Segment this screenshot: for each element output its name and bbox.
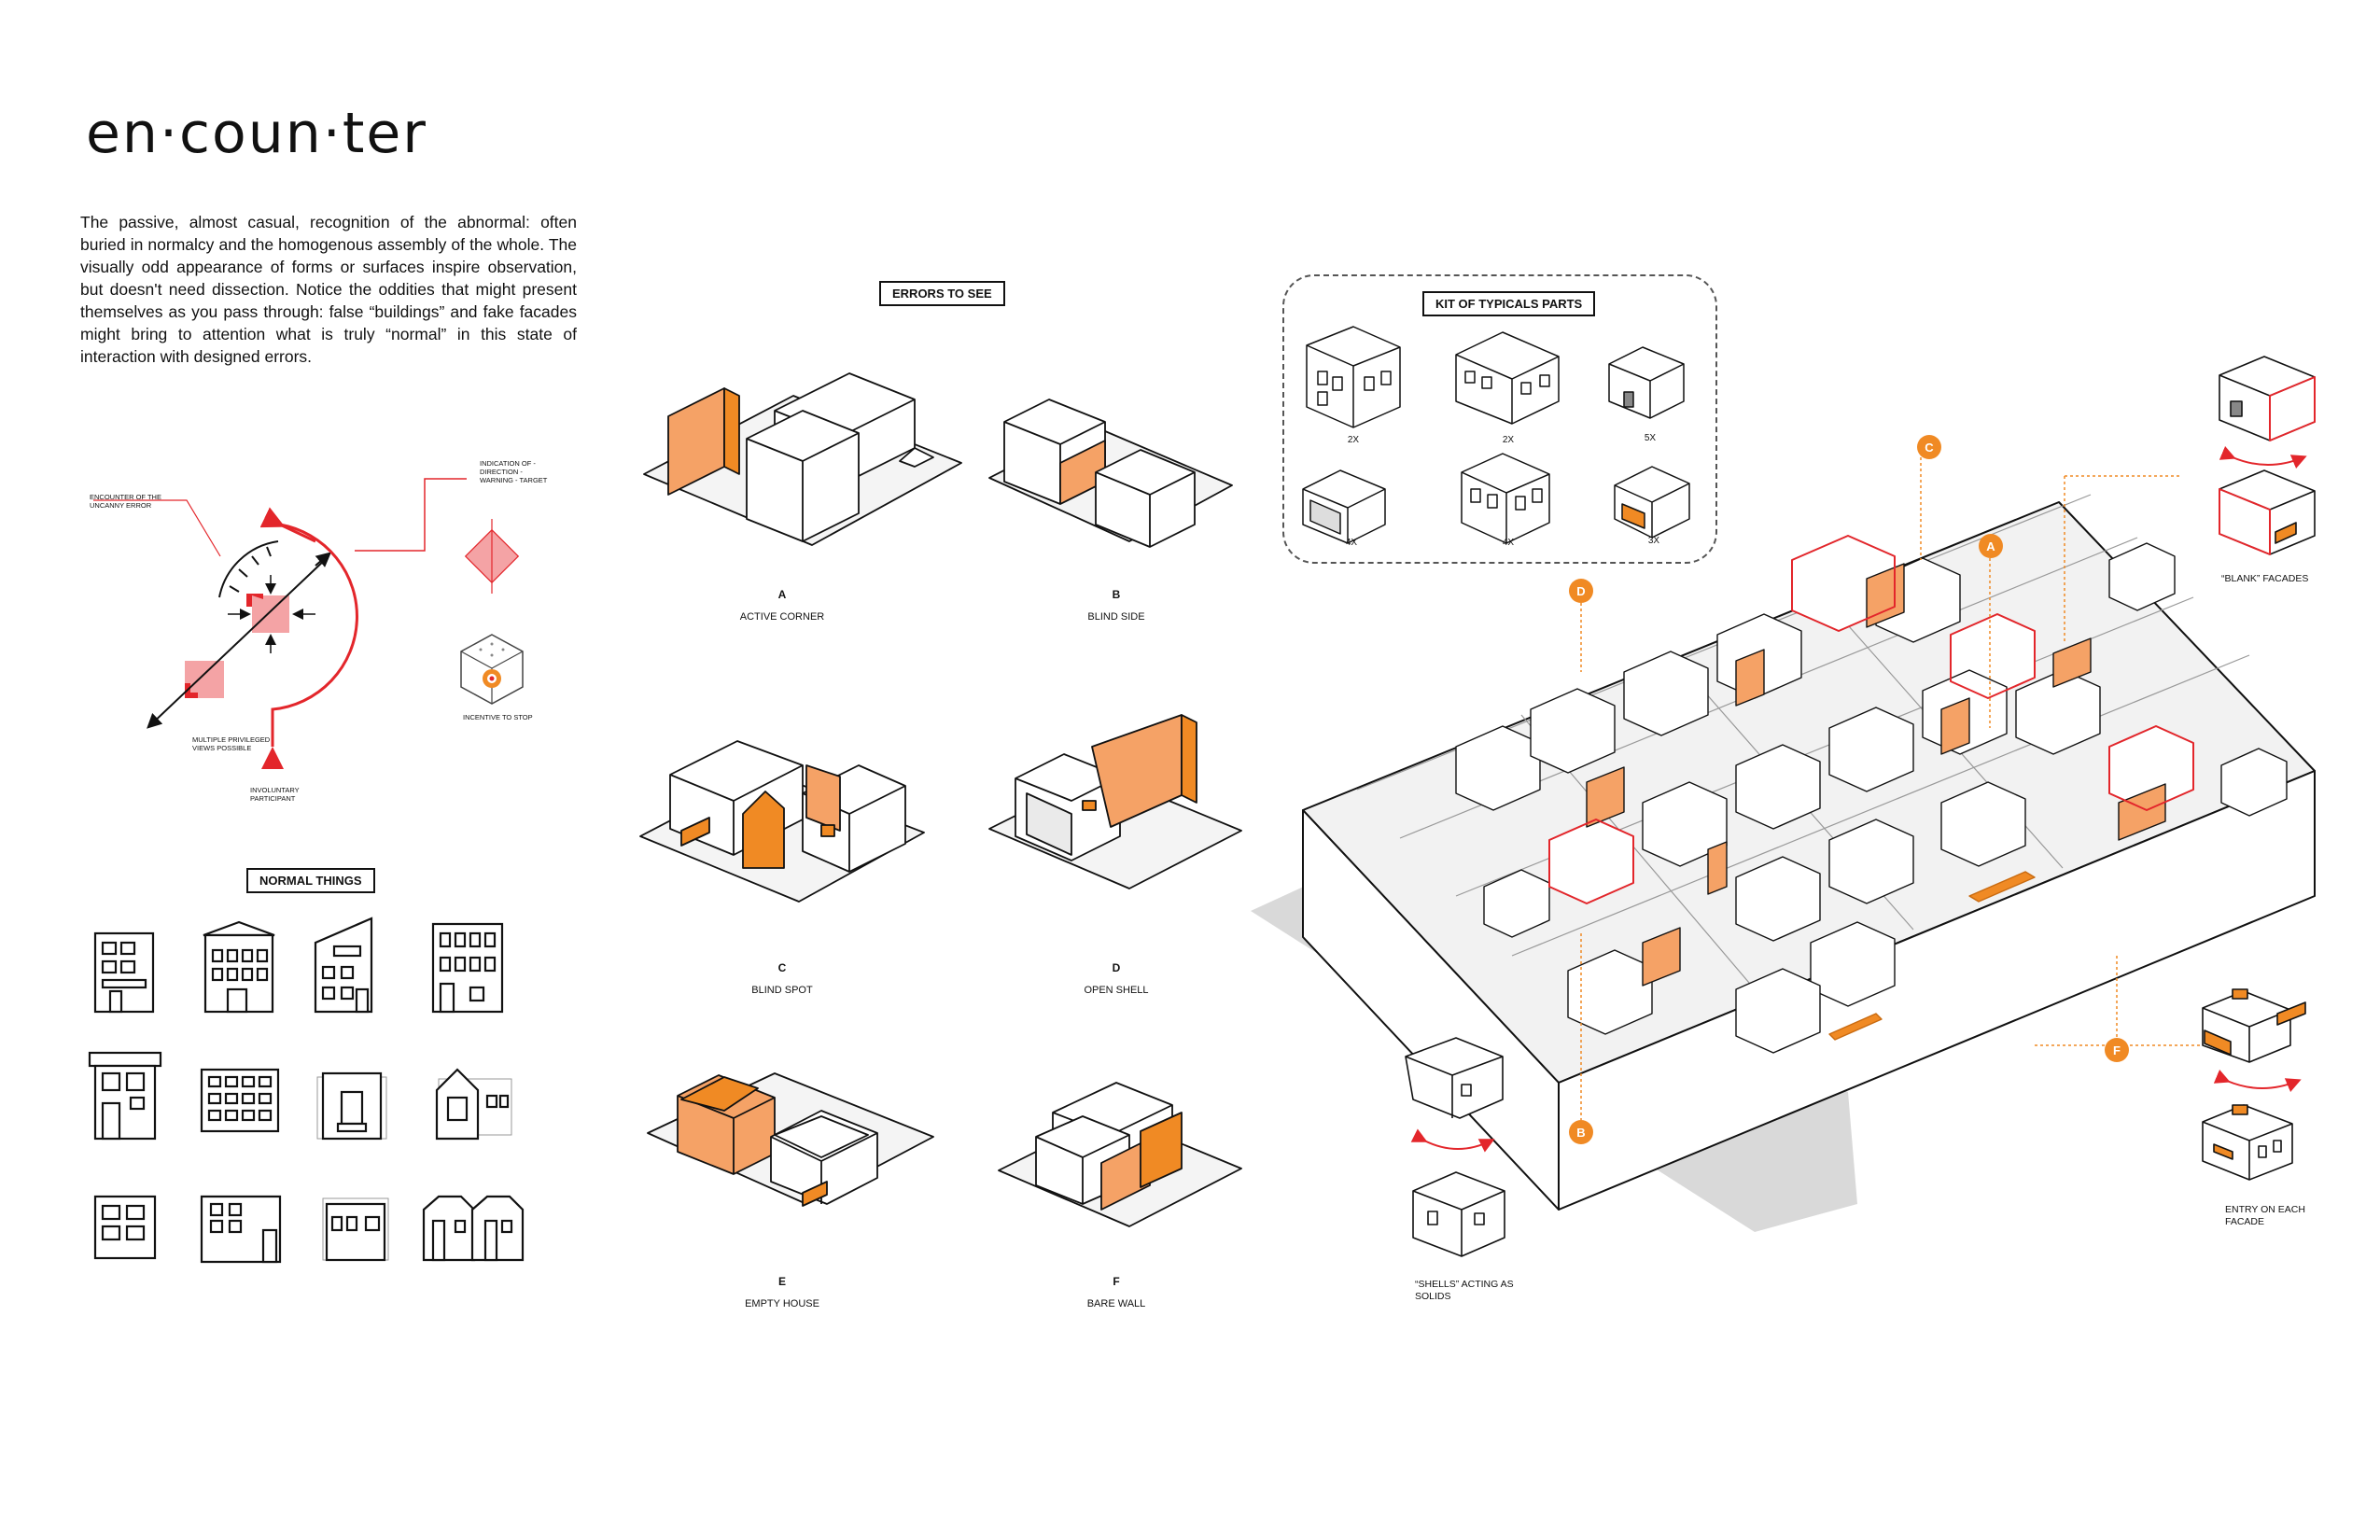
error-d-illustration [988,714,1242,889]
shell-top [1405,1037,1504,1119]
facade-10 [200,1195,282,1264]
entry-bottom [2202,1104,2293,1181]
facade-12 [422,1195,525,1262]
error-c-illustration [639,740,925,903]
error-d-letter: D [1112,961,1121,974]
error-f-label: BARE WALL [1086,1298,1146,1309]
error-f-letter: F [1113,1275,1120,1288]
kit-count-2: 2X [1502,435,1515,445]
blank-facade-bottom [2219,469,2316,555]
kit-count-1: 2X [1347,435,1360,445]
error-f-illustration [998,1082,1242,1227]
error-a-illustration [643,372,962,546]
kit-count-3: 5X [1644,433,1657,443]
indication-label: INDICATION OF - DIRECTION - WARNING - TA… [480,459,548,484]
kit-count-4: 4X [1345,538,1358,548]
incentive-cube-icon [460,634,524,705]
facade-5 [88,1051,162,1141]
kit-count-6: 3X [1647,536,1660,546]
encounter-label: ENCOUNTER OF THE UNCANNY ERROR [90,493,161,510]
error-c-caption: C BLIND SPOT [698,961,866,997]
facade-4 [431,922,504,1014]
error-e-illustration [647,1072,934,1207]
callout-badge-a: A [1979,534,2003,558]
shells-label: “SHELLS” ACTING AS SOLIDS [1415,1279,1514,1302]
participant-label: INVOLUNTARY PARTICIPANT [250,786,300,803]
facade-7 [316,1071,387,1141]
facade-2 [203,920,275,1014]
error-e-label: EMPTY HOUSE [745,1298,819,1309]
error-f-caption: F BARE WALL [1032,1275,1200,1310]
facade-8 [435,1068,512,1141]
error-d-caption: D OPEN SHELL [1032,961,1200,997]
normal-things-heading: NORMAL THINGS [246,868,375,893]
site-side-face [1558,770,2316,1211]
error-a-caption: A ACTIVE CORNER [698,588,866,623]
site-buildings [1455,535,2288,1054]
error-d-label: OPEN SHELL [1084,985,1149,996]
shell-bottom [1412,1171,1505,1257]
error-b-label: BLIND SIDE [1087,611,1145,623]
callout-badge-f: F [2105,1038,2129,1062]
errors-heading: ERRORS TO SEE [879,281,1005,306]
facade-1 [93,931,155,1014]
facade-6 [200,1068,280,1133]
error-b-illustration [988,399,1233,548]
error-c-letter: C [777,961,787,974]
callout-badge-d: D [1569,579,1593,603]
entry-label: ENTRY ON EACH FACADE [2225,1204,2305,1227]
blank-facade-top [2219,356,2316,441]
facade-11 [322,1197,389,1262]
error-a-letter: A [777,588,787,601]
site-shadow [1251,868,1857,1232]
error-c-label: BLIND SPOT [751,985,813,996]
callout-badge-b: B [1569,1120,1593,1144]
callout-badge-c: C [1917,435,1941,459]
error-a-label: ACTIVE CORNER [739,611,825,623]
site-front-face [1302,809,1560,1211]
site-top [1302,501,2316,1084]
views-label: MULTIPLE PRIVILEGED VIEWS POSSIBLE [192,735,271,752]
facade-9 [93,1195,157,1260]
error-e-caption: E EMPTY HOUSE [698,1275,866,1310]
kit-heading: KIT OF TYPICALS PARTS [1422,291,1596,316]
error-e-letter: E [777,1275,786,1288]
kit-count-5: 4X [1502,538,1515,548]
facade-3 [314,917,373,1014]
observer-arc-diagram [93,478,524,769]
intro-paragraph: The passive, almost casual, recognition … [80,213,577,366]
blank-facades-label: “BLANK” FACADES [2221,573,2309,584]
kit-panel [1282,274,1717,564]
page-title: en·coun·ter [86,101,427,166]
error-b-letter: B [1112,588,1121,601]
error-b-caption: B BLIND SIDE [1032,588,1200,623]
entry-top [2202,988,2306,1063]
incentive-label: INCENTIVE TO STOP [463,713,533,721]
